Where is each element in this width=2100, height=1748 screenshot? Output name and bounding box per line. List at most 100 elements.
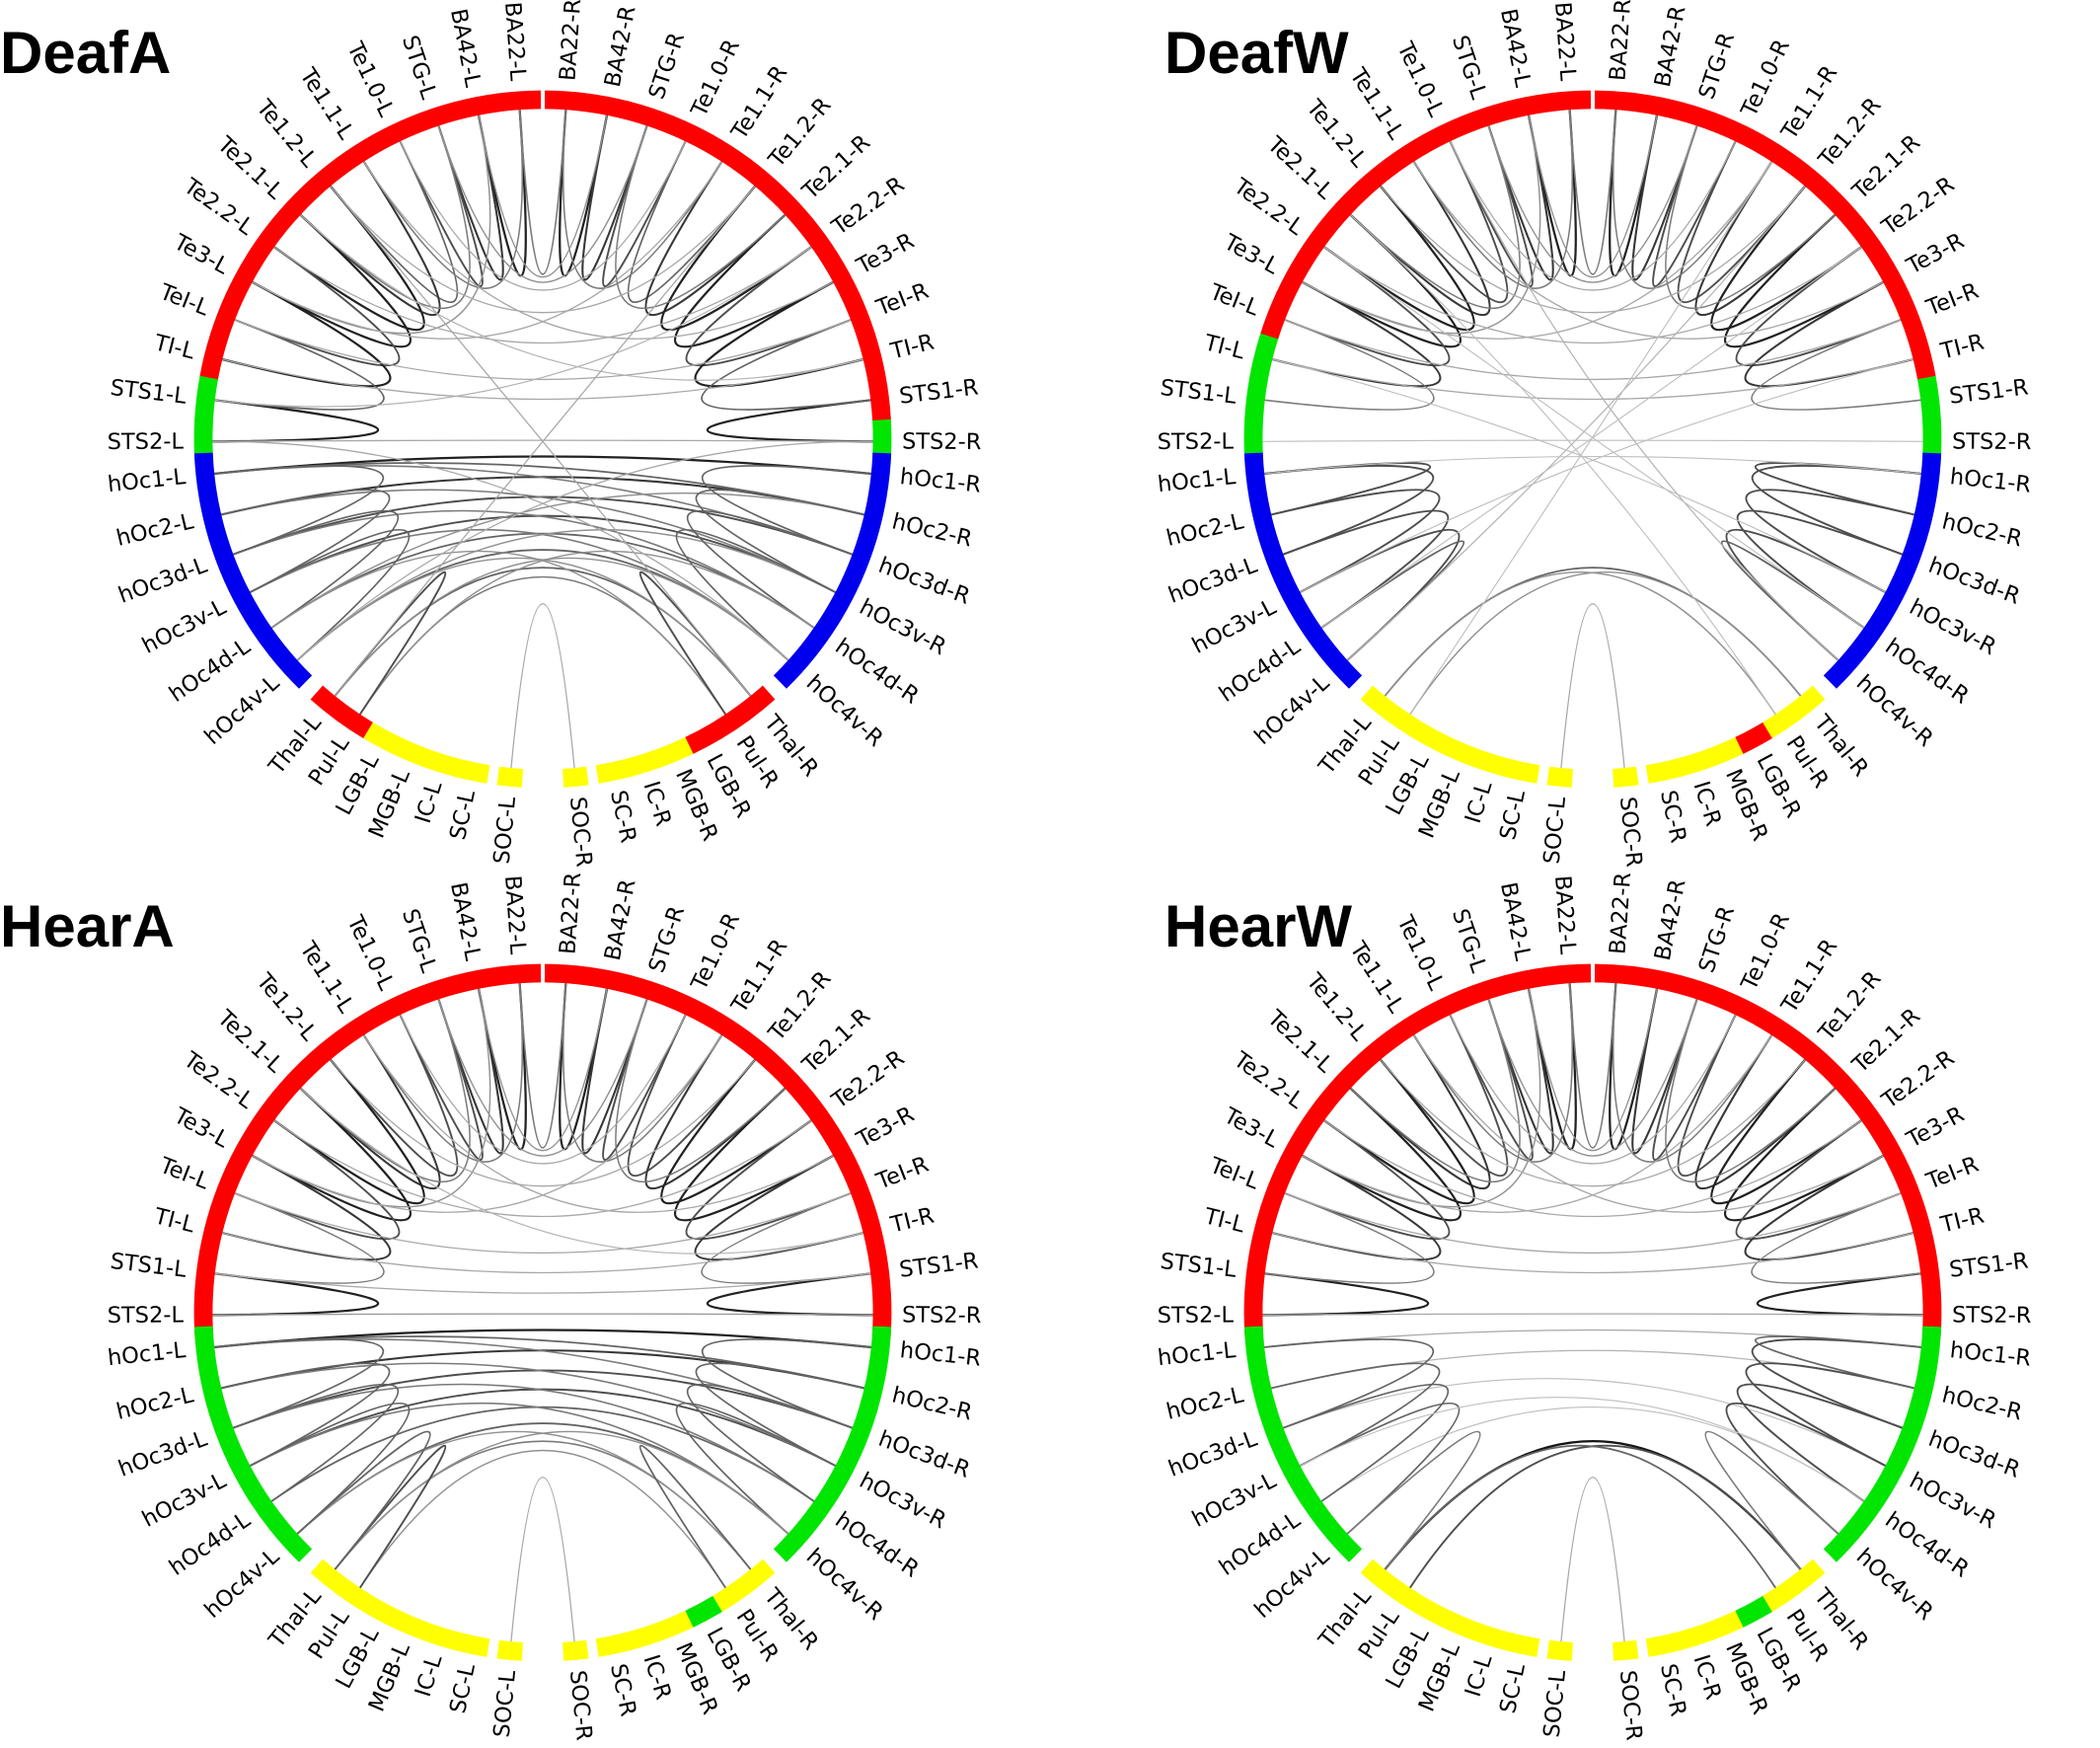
segment-pul-l — [336, 705, 374, 739]
connection-link — [1694, 1033, 1837, 1190]
connection-link — [1301, 161, 1773, 340]
segment-ba22-l — [1545, 963, 1592, 986]
segment-hoc4v-r — [1823, 1517, 1867, 1562]
region-label: hOc2-L — [1163, 508, 1246, 552]
connection-link — [1409, 161, 1772, 716]
region-label: BA42-R — [600, 877, 641, 963]
region-label: BA22-R — [555, 0, 586, 82]
connection-link — [1349, 213, 1776, 716]
connection-link — [1349, 998, 1521, 1182]
segment-sc-r — [1645, 758, 1683, 784]
segment-tei-r — [842, 1166, 875, 1214]
segment-hoc2-l — [1248, 494, 1277, 541]
connection-link — [1271, 1154, 1442, 1261]
segment-ba22-l — [495, 90, 542, 113]
region-label: SC-R — [1655, 788, 1691, 845]
chord-diagram: BA22-LBA42-LSTG-LTe1.0-LTe1.1-LTe1.2-LTe… — [1157, 0, 2033, 869]
segment-ba22-r — [544, 963, 590, 986]
segment-te1-0-r — [1715, 989, 1763, 1026]
connection-link — [1264, 319, 1435, 411]
segment-ba22-r — [1594, 90, 1640, 113]
connection-link — [1261, 1272, 1430, 1317]
connection-link — [220, 1349, 865, 1390]
region-label: STG-R — [1694, 30, 1741, 103]
region-label: IC-R — [1688, 1651, 1726, 1703]
segment-hoc1-l — [193, 452, 218, 498]
region-label: SOC-L — [489, 1669, 521, 1739]
segment-ic-r — [626, 749, 663, 777]
region-label: SOC-L — [1539, 1669, 1571, 1739]
segment-sc-r — [595, 758, 633, 784]
region-label: IC-L — [1461, 1651, 1498, 1700]
segment-stg-l — [1462, 975, 1509, 1007]
region-label: SOC-R — [1614, 1669, 1647, 1742]
connection-link — [1379, 140, 1509, 304]
region-label: BA42-L — [445, 7, 486, 90]
connection-link — [1560, 603, 1625, 769]
segment-tei-r — [1892, 1166, 1925, 1214]
connection-link — [234, 1192, 852, 1254]
connection-link — [1710, 1058, 1863, 1205]
connection-link — [334, 1430, 789, 1570]
segment-thal-l — [310, 685, 348, 722]
connection-link — [437, 988, 504, 1155]
connection-link — [1270, 489, 1441, 594]
connection-link — [1528, 988, 1658, 1152]
connection-link — [249, 1402, 411, 1535]
connection-link — [602, 124, 687, 287]
connection-link — [1270, 1349, 1915, 1390]
segment-te1-2-l — [1351, 1031, 1397, 1074]
connection-link — [1270, 1362, 1441, 1467]
segment-hoc1-l — [193, 1326, 218, 1372]
connection-link — [1487, 114, 1554, 281]
connection-link — [299, 1087, 864, 1254]
segment-hoc2-l — [198, 494, 227, 541]
region-label: TI-R — [887, 330, 937, 365]
region-label: STS1-R — [898, 1248, 980, 1282]
region-label: SOC-L — [1539, 796, 1571, 866]
segment-hoc3v-r — [1874, 1446, 1912, 1494]
segment-ba42-r — [585, 93, 633, 120]
segment-ba22-r — [544, 90, 590, 113]
segment-sc-l — [453, 758, 490, 784]
connection-link — [1284, 246, 1451, 367]
connection-link — [694, 280, 864, 388]
region-label: BA22-L — [1549, 1, 1581, 82]
segment-te1-1-l — [335, 1008, 383, 1047]
connection-link — [510, 603, 575, 769]
connection-link — [478, 114, 608, 278]
connection-link — [334, 185, 756, 697]
connection-link — [685, 1119, 852, 1241]
connection-link — [399, 1014, 687, 1165]
connection-link — [249, 528, 789, 661]
segment-hoc3v-l — [223, 1446, 262, 1494]
region-label: hOc3d-L — [1165, 1426, 1261, 1482]
region-label: BA42-R — [1650, 877, 1691, 963]
connection-link — [270, 550, 726, 716]
region-label: STS2-R — [1952, 1303, 2032, 1330]
connection-link — [581, 988, 648, 1155]
connection-link — [1271, 280, 1442, 388]
region-label: STS2-L — [1158, 1302, 1235, 1329]
segment-hoc3d-l — [1258, 534, 1292, 582]
connection-link — [211, 399, 380, 443]
segment-mgb-l — [1442, 736, 1480, 768]
segment-pul-l — [1386, 1578, 1424, 1613]
region-label: Te1.1-L — [294, 63, 359, 145]
segment-ic-l — [422, 749, 460, 777]
segment-soc-l — [496, 766, 523, 788]
segment-stg-l — [1462, 102, 1509, 133]
segment-te3-l — [226, 254, 263, 302]
region-label: STS1-R — [1948, 1248, 2030, 1282]
region-label: Te1.0-R — [1736, 36, 1795, 121]
connection-link — [1261, 1313, 1924, 1316]
region-label: SOC-R — [564, 796, 597, 869]
connection-link — [437, 114, 504, 281]
connection-link — [1284, 1119, 1451, 1241]
connection-link — [1384, 1444, 1777, 1589]
segment-te3-r — [822, 254, 860, 302]
region-label: TI-R — [887, 1203, 937, 1239]
connection-link — [213, 1338, 854, 1429]
region-label: STG-R — [1694, 903, 1741, 976]
